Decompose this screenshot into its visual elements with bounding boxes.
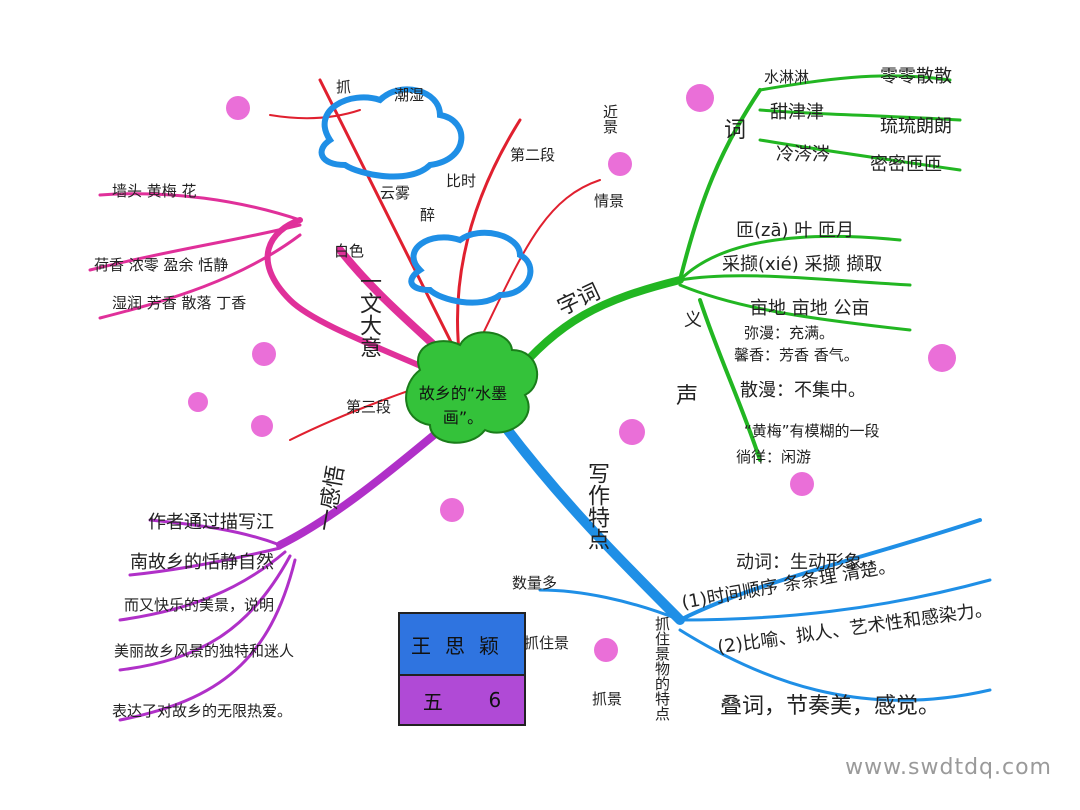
wen-mid-4: 醉 <box>420 206 436 224</box>
author-class-no: 6 <box>488 688 502 712</box>
sheng-label: 声 <box>676 384 699 409</box>
center-node-shape <box>405 331 539 444</box>
ci-right-0: 零零散散 <box>880 66 952 87</box>
branch-gan-wu <box>118 426 444 722</box>
author-class: 五 6 <box>400 674 524 724</box>
center-node: 故乡的“水墨 画”。 <box>408 380 518 428</box>
cloud-shapes <box>318 86 534 306</box>
gan-row-1: 南故乡的恬静自然 <box>130 552 274 573</box>
wen-left-row-2: 湿润 芳香 散落 丁香 <box>112 294 247 312</box>
wen-mid-2: 白色 <box>334 242 365 260</box>
wen-mid-6: 第二段 <box>510 146 556 164</box>
author-class-label: 五 <box>422 689 443 714</box>
ci-label: 词 <box>724 118 747 143</box>
wen-mid-8: 情景 <box>594 192 625 210</box>
ci-right-2: 密密匝匝 <box>870 154 942 175</box>
wen-other-0: 第三段 <box>346 398 392 416</box>
gan-row-0: 作者通过描写江 <box>148 512 274 533</box>
ci-left-2: 冷涔涔 <box>776 144 830 165</box>
wen-left-row-0: 墙头 黄梅 花 <box>112 182 197 200</box>
wen-mid-0: 抓 <box>336 78 352 96</box>
ci-left-1: 甜津津 <box>770 102 824 123</box>
ci-left-0: 水淋淋 <box>764 68 810 86</box>
sheng-row-1: 馨香：芳香 香气。 <box>734 346 859 364</box>
gan-row-2: 而又快乐的美景，说明 <box>124 596 275 614</box>
sheng-row-0: 弥漫：充满。 <box>744 324 835 342</box>
flower-decorations <box>188 84 956 662</box>
ci-right-1: 琉琉朗朗 <box>880 116 952 137</box>
yi-row-1: 采撷(xié) 采撷 撷取 <box>722 254 883 275</box>
wen-mid-7: 近景 <box>601 104 619 134</box>
gan-row-3: 美丽故乡风景的独特和迷人 <box>114 642 295 660</box>
branch-label-wen-da-yi: 一文大意 <box>356 270 381 358</box>
xie-row-0: 动词：生动形象 <box>736 552 862 573</box>
xie-row-3: 叠词，节奏美，感觉。 <box>720 694 941 719</box>
author-box: 王思颖 五 6 <box>398 612 526 726</box>
sheng-row-3: “黄梅”有模糊的一段 <box>744 422 880 440</box>
xie-vert: 抓住景物的特点 <box>653 616 671 721</box>
sheng-row-2: 散漫：不集中。 <box>740 380 866 401</box>
xie-left-2: 抓景 <box>592 690 623 708</box>
xie-left-1: 抓住景 <box>524 634 570 652</box>
branch-wen-da-yi <box>88 78 601 441</box>
yi-label: 义 <box>684 310 702 331</box>
author-name: 王思颖 <box>400 614 524 674</box>
wen-mid-5: 比时 <box>446 172 477 190</box>
wen-mid-1: 潮湿 <box>394 86 425 104</box>
gan-row-4: 表达了对故乡的无限热爱。 <box>112 702 293 720</box>
sheng-row-4: 徜徉：闲游 <box>736 448 812 466</box>
wen-mid-3: 云雾 <box>380 184 411 202</box>
center-line-1: 故乡的“水墨 <box>418 384 508 403</box>
yi-row-0: 匝(zā) 叶 匝月 <box>736 220 854 241</box>
wen-left-row-1: 荷香 浓零 盈余 恬静 <box>94 256 229 274</box>
branch-label-xie-zuo: 写作特点 <box>584 462 609 550</box>
center-line-2: 画”。 <box>442 408 484 427</box>
watermark: www.swdtdq.com <box>845 755 1052 780</box>
yi-row-2: 亩地 亩地 公亩 <box>750 298 870 319</box>
branch-xie-zuo <box>495 415 992 702</box>
xie-left-0: 数量多 <box>512 574 558 592</box>
